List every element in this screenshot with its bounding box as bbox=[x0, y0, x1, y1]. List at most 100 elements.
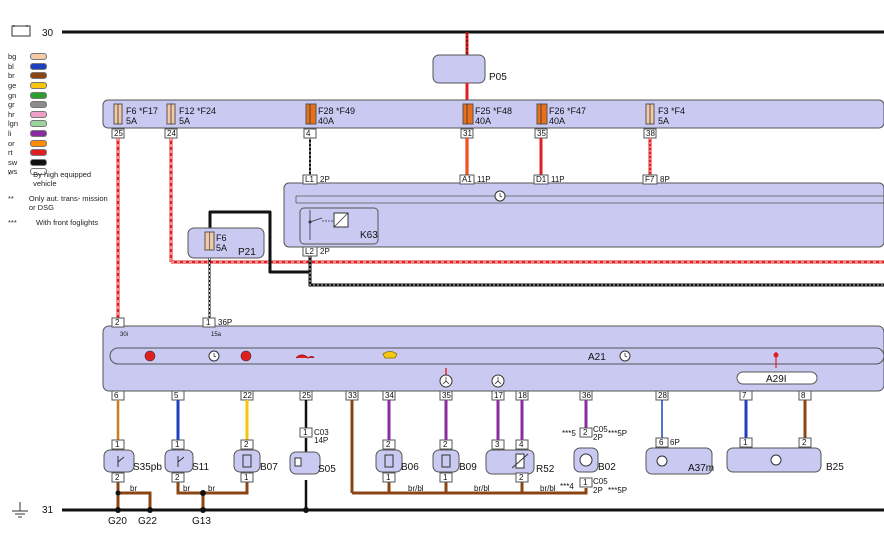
s11-pin1: 1 bbox=[175, 440, 180, 449]
wire-br-3: br bbox=[208, 484, 215, 493]
fuse-pin: 35 bbox=[537, 129, 546, 138]
conn-c05bpx: ***5P bbox=[608, 486, 627, 495]
ground-g20: G20 bbox=[108, 516, 127, 527]
legend-code: gr bbox=[8, 100, 15, 110]
a21-pin-label: 28 bbox=[658, 391, 667, 400]
fuse-amp: 5A bbox=[179, 116, 190, 126]
b09-pin1: 1 bbox=[443, 473, 448, 482]
legend-swatch bbox=[30, 130, 47, 138]
legend-swatch bbox=[30, 62, 47, 70]
rail-30-label: 30 bbox=[42, 28, 54, 39]
b06-label: B06 bbox=[401, 462, 419, 473]
component-r52[interactable]: 3 4 2 R52 bbox=[485, 439, 555, 483]
component-s35pb[interactable]: 1 2 S35pb bbox=[103, 439, 162, 483]
legend-code: sw bbox=[8, 157, 18, 167]
legend-item-bl: bl bbox=[8, 62, 47, 72]
fuse-pin: 24 bbox=[167, 129, 176, 138]
r52-label: R52 bbox=[536, 464, 555, 475]
legend-item-sw: sw bbox=[8, 158, 47, 168]
clock-icon-4 bbox=[770, 454, 782, 466]
legend-swatch bbox=[30, 101, 47, 109]
component-s11[interactable]: 1 2 S11 bbox=[164, 439, 209, 483]
component-b25[interactable]: 1 2 B25 bbox=[726, 437, 844, 473]
component-b02[interactable]: ***5 2 C05 2P ***5P 1 ***4 C05 2P ***5P … bbox=[560, 425, 627, 495]
legend-swatch bbox=[30, 72, 47, 80]
relay-k63[interactable]: K63 L2 2P bbox=[299, 207, 379, 257]
legend-code: rt bbox=[8, 148, 13, 158]
a37-pin6: 6 bbox=[659, 438, 664, 447]
fuse-pin: 4 bbox=[306, 129, 311, 138]
a21-pin-label: 6 bbox=[114, 391, 119, 400]
fuse-name: F26 *F47 bbox=[549, 106, 586, 116]
a21-pin-label: 34 bbox=[385, 391, 394, 400]
fuse-name: F25 *F48 bbox=[475, 106, 512, 116]
legend-swatch bbox=[30, 120, 47, 128]
fuse-pin: 31 bbox=[463, 129, 472, 138]
note-3-text: With front foglights bbox=[36, 218, 99, 227]
component-b06[interactable]: 2 1 B06 bbox=[375, 439, 419, 483]
component-a29i[interactable] bbox=[736, 371, 818, 385]
fuse-name: F6 *F17 bbox=[126, 106, 158, 116]
fuse-amp: 5A bbox=[126, 116, 137, 126]
s05-label: S05 bbox=[318, 464, 336, 475]
oil-lamp-icon bbox=[295, 354, 315, 359]
fuse-amp: 40A bbox=[549, 116, 565, 126]
note-2-star: ** bbox=[8, 194, 14, 203]
legend-item-lgn: lgn bbox=[8, 119, 47, 129]
b07-pin1: 1 bbox=[244, 473, 249, 482]
component-s05[interactable]: 1 C03 14P S05 bbox=[289, 427, 336, 475]
note-1-text: By high equipped vehicle bbox=[33, 170, 92, 188]
module-a21[interactable]: 2 30i 1 36P 15a A21 A29I bbox=[102, 317, 884, 392]
component-b09[interactable]: 2 1 B09 bbox=[432, 439, 477, 483]
battery-icon bbox=[11, 25, 31, 37]
component-b07[interactable]: 2 1 B07 bbox=[233, 439, 278, 483]
fuse-amp: 40A bbox=[318, 116, 334, 126]
wire-brbl-2: br/bl bbox=[474, 484, 490, 493]
b06-pin2: 2 bbox=[386, 440, 391, 449]
legend-item-hr: hr bbox=[8, 110, 47, 120]
conn-f7p: 8P bbox=[660, 175, 670, 184]
conn-d1: D1 bbox=[536, 175, 547, 184]
fuse-name: F12 *F24 bbox=[179, 106, 216, 116]
conn-c05b: C05 bbox=[593, 477, 608, 486]
legend-code: hr bbox=[8, 109, 15, 119]
component-p05[interactable]: P05 bbox=[432, 32, 507, 102]
r52-pin2: 2 bbox=[519, 473, 524, 482]
a21-30i: 30i bbox=[120, 332, 128, 338]
conn-a37p: 6P bbox=[670, 438, 680, 447]
r52-pin4: 4 bbox=[519, 440, 524, 449]
legend-code: ws bbox=[8, 167, 18, 177]
p21-fuse-amp: 5A bbox=[216, 243, 227, 253]
c05a-star: ***5 bbox=[562, 429, 576, 438]
wire-br-2: br bbox=[183, 484, 190, 493]
a37m-label: A37m bbox=[688, 463, 714, 474]
b07-label: B07 bbox=[260, 462, 278, 473]
a21-pin-label: 22 bbox=[243, 391, 252, 400]
conn-c03: C03 bbox=[314, 428, 329, 437]
warning-lamp-icon-2 bbox=[240, 350, 252, 362]
fuse-box bbox=[102, 99, 884, 129]
legend-item-or: or bbox=[8, 138, 47, 148]
wire-brbl-1: br/bl bbox=[408, 484, 424, 493]
legend-code: gn bbox=[8, 90, 17, 100]
legend-swatch bbox=[30, 158, 47, 166]
a21-label: A21 bbox=[588, 352, 606, 363]
washer-lamp-icon bbox=[382, 351, 398, 359]
legend-item-br: br bbox=[8, 71, 47, 81]
legend-code: lgn bbox=[8, 119, 19, 129]
wire-brbl-3: br/bl bbox=[540, 484, 556, 493]
a21-15a: 15a bbox=[211, 332, 222, 338]
b02-pin1: 1 bbox=[583, 478, 588, 487]
component-a37m[interactable]: 6 6P A37m bbox=[645, 437, 714, 475]
component-p21[interactable]: F6 5A P21 bbox=[187, 227, 265, 318]
p21-label: P21 bbox=[238, 247, 256, 258]
a21-pin-top-p: 36P bbox=[218, 318, 232, 327]
notes: *By high equipped vehicle **Only aut. tr… bbox=[8, 170, 108, 233]
